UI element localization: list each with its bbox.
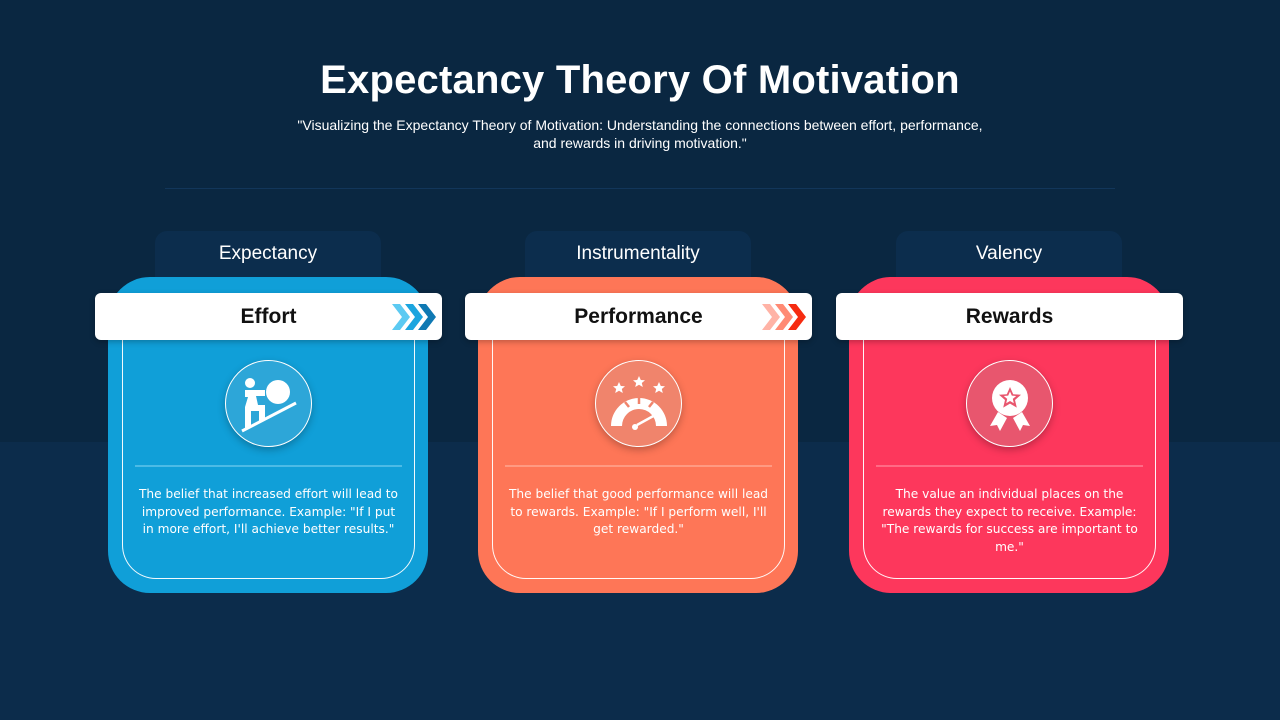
tab-label: Expectancy <box>218 243 318 264</box>
section-divider <box>876 465 1143 467</box>
section-divider <box>135 465 402 467</box>
effort-icon-circle <box>225 360 312 447</box>
bar-label: Rewards <box>965 305 1054 328</box>
tab-label: Valency <box>975 243 1043 264</box>
bar-label: Effort <box>240 305 297 328</box>
page-title: Expectancy Theory Of Motivation <box>320 58 960 102</box>
card-outline <box>492 320 785 579</box>
card-outline <box>122 320 415 579</box>
effort-header-bar: Effort <box>95 293 442 340</box>
column-rewards: Valency Rewards The value an individual … <box>836 0 1196 720</box>
performance-description: The belief that good performance will le… <box>508 487 769 536</box>
chevron-right-icon <box>762 304 806 330</box>
column-effort: Expectancy Effort The belief that increa… <box>95 0 455 720</box>
chevron-right-icon <box>392 304 436 330</box>
column-performance: Instrumentality Performance The belief t… <box>465 0 825 720</box>
section-divider <box>505 465 772 467</box>
award-ribbon-star-icon <box>989 379 1030 431</box>
rewards-header-bar: Rewards <box>836 293 1183 340</box>
tab-label: Instrumentality <box>576 243 700 264</box>
page-subtitle: "Visualizing the Expectancy Theory of Mo… <box>297 117 983 151</box>
card-outline <box>863 320 1156 579</box>
pushing-boulder-uphill-icon <box>240 377 297 432</box>
rewards-description: The value an individual places on the re… <box>881 487 1138 554</box>
speedometer-stars-icon <box>610 375 667 430</box>
performance-header-bar: Performance <box>465 293 812 340</box>
header-divider <box>165 188 1115 189</box>
bar-label: Performance <box>574 305 703 328</box>
rewards-icon-circle <box>966 360 1053 447</box>
effort-description: The belief that increased effort will le… <box>138 487 399 536</box>
performance-icon-circle <box>595 360 682 447</box>
